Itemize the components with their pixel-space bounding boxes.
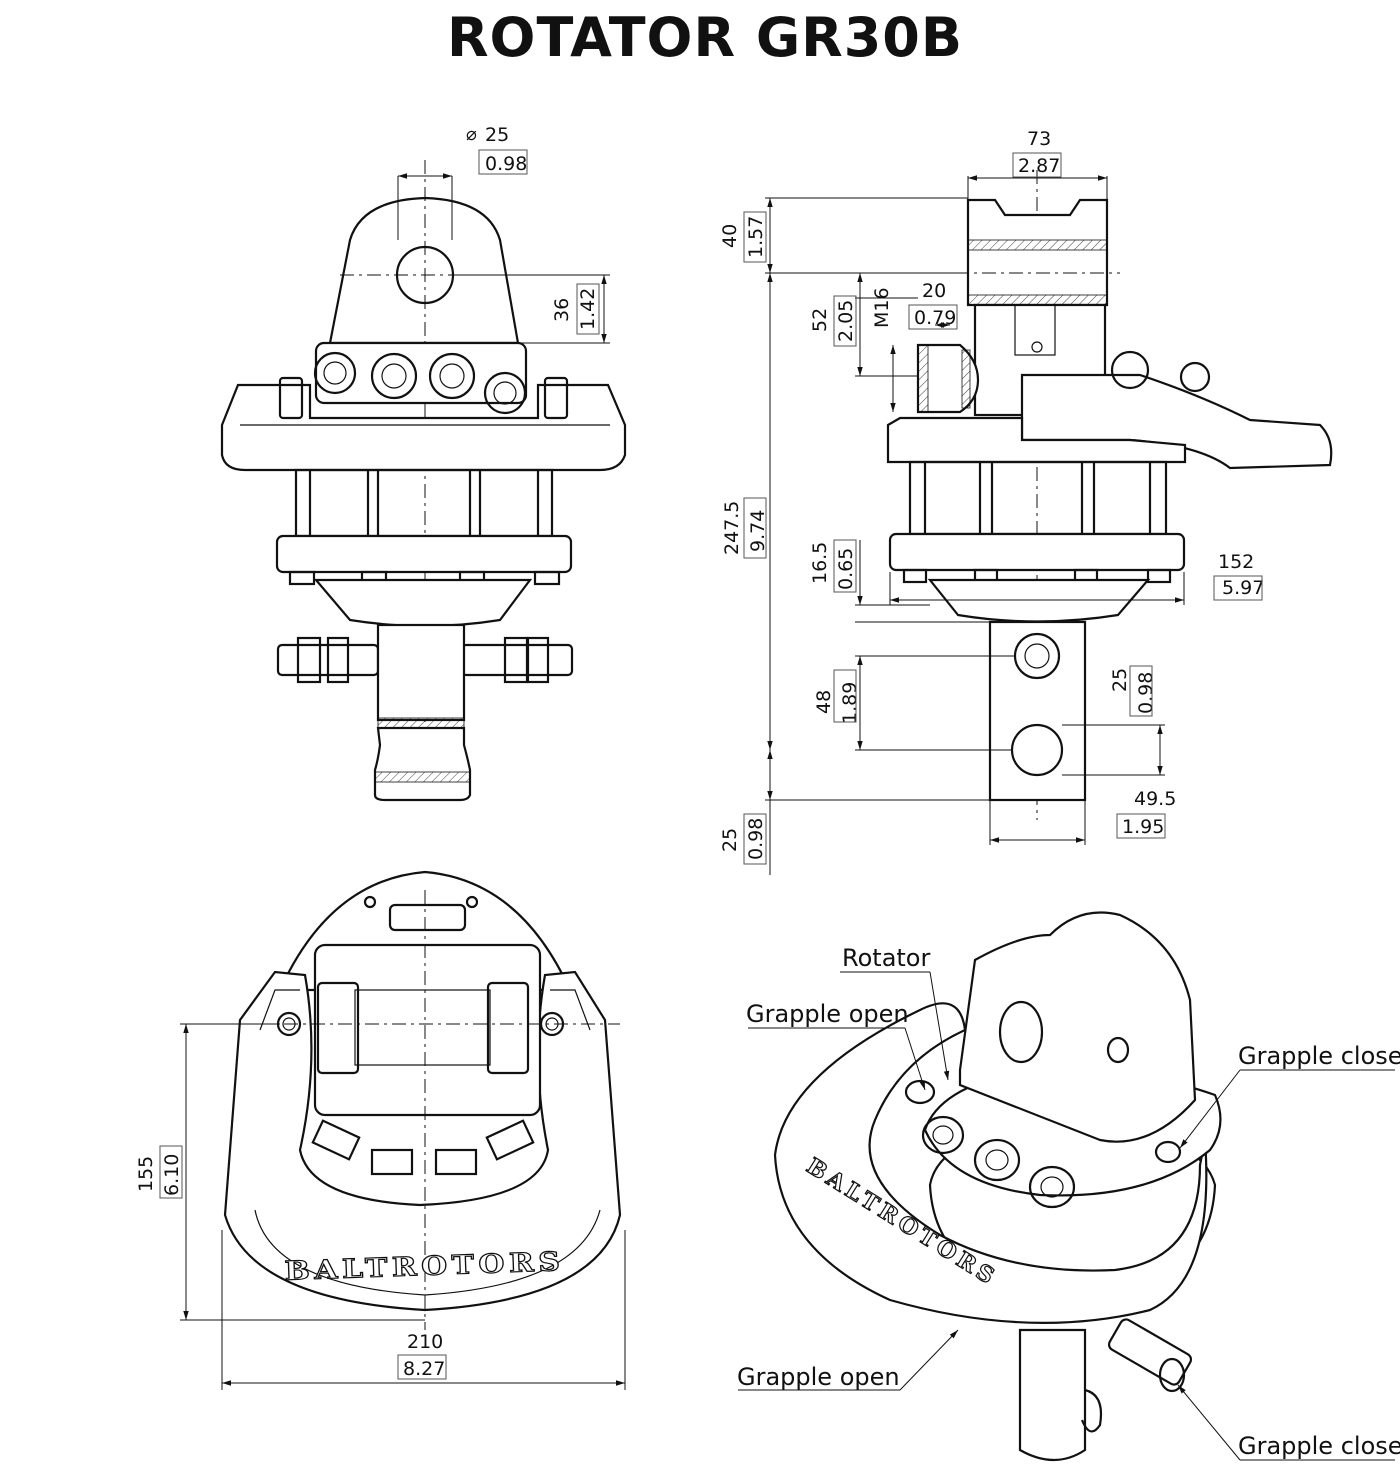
- top-view-fittings: [311, 1119, 535, 1176]
- side-view: 73 2.87 40 1.57 247.5 9.74 52 2.05 M16 2…: [719, 128, 1333, 875]
- dim-shaft-dia-in: 1.95: [1122, 816, 1164, 838]
- dim-port-width-mm: 20: [922, 280, 946, 302]
- dim-shaft-dia-mm: 49.5: [1134, 788, 1176, 810]
- dim-top-height-in: 1.57: [745, 216, 767, 258]
- dim-bottom-pin-dia-in: 0.98: [1135, 672, 1157, 714]
- dim-front-pin-height-in: 1.42: [577, 288, 599, 330]
- dim-flange-dia-in: 5.97: [1222, 577, 1264, 599]
- dim-thread: M16: [871, 287, 893, 328]
- label-grapple-close-top: Grapple close: [1238, 1042, 1400, 1070]
- dim-front-pin-height-mm: 36: [551, 298, 573, 322]
- dim-top-width-in: 2.87: [1018, 155, 1060, 177]
- dim-flange-dia-mm: 152: [1218, 551, 1254, 573]
- top-view: BALTROTORS 155 6.10 210 8.27: [135, 870, 626, 1390]
- label-rotator: Rotator: [842, 944, 930, 972]
- dim-flange-height-mm: 16.5: [809, 542, 831, 584]
- drawing-title: ROTATOR GR30B: [446, 6, 964, 69]
- dim-top-view-width-mm: 210: [407, 1331, 443, 1353]
- dim-bottom-pin-dia-mm: 25: [1109, 668, 1131, 692]
- svg-text:⌀: ⌀: [466, 124, 477, 145]
- front-view: 25 ⌀ 0.98 36 1.42: [220, 124, 627, 802]
- dim-port-offset-in: 2.05: [835, 300, 857, 342]
- dim-front-pin-dia-mm: 25: [485, 124, 509, 146]
- dim-total-height-in: 9.74: [747, 510, 769, 552]
- dim-hole-spacing-mm: 48: [813, 690, 835, 714]
- dim-port-width-in: 0.79: [914, 307, 956, 329]
- label-grapple-open-top: Grapple open: [746, 1000, 909, 1028]
- dim-total-height-mm: 247.5: [721, 501, 743, 555]
- iso-bottom-fitting: [1107, 1318, 1193, 1393]
- dim-flange-height-in: 0.65: [835, 548, 857, 590]
- top-fittings: [313, 341, 528, 415]
- isometric-view: BALTROTORS Rotator Grapple open Grapple …: [737, 911, 1400, 1461]
- dim-front-pin-dia-in: 0.98: [485, 153, 527, 175]
- label-grapple-close-bottom: Grapple close: [1238, 1432, 1400, 1460]
- dim-hole-spacing-in: 1.89: [839, 682, 861, 724]
- dim-top-view-depth-in: 6.10: [161, 1154, 183, 1196]
- dim-bottom-height-mm: 25: [719, 828, 741, 852]
- dim-top-view-depth-mm: 155: [135, 1156, 157, 1192]
- dim-port-offset-mm: 52: [809, 308, 831, 332]
- dim-top-height-mm: 40: [719, 224, 741, 248]
- label-grapple-open-bottom: Grapple open: [737, 1363, 900, 1391]
- dim-bottom-height-in: 0.98: [745, 818, 767, 860]
- dim-top-view-width-in: 8.27: [403, 1358, 445, 1380]
- dim-top-width-mm: 73: [1027, 128, 1051, 150]
